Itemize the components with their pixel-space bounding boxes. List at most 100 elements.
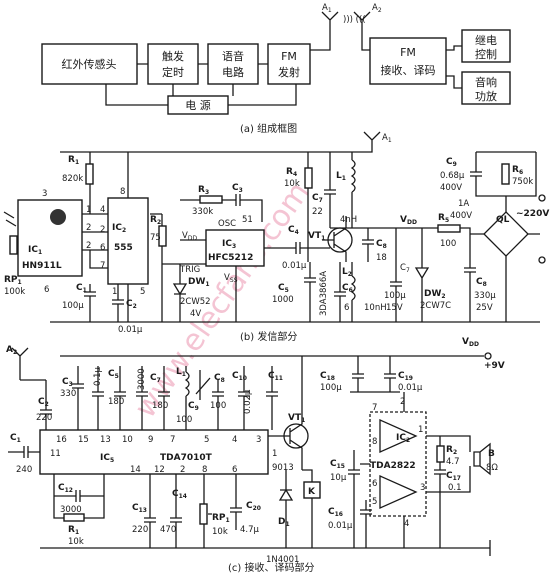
block-power-lines	[105, 84, 297, 106]
tx-ic1-pin: 3	[42, 189, 47, 199]
tx-ic2-pin8: 8	[120, 187, 125, 197]
tx-dw1-value: 2CW52	[180, 297, 211, 307]
block-fm-rx-label-1: FM	[400, 46, 416, 59]
rx-vdd-value: +9V	[484, 361, 505, 371]
rx-antenna-label: A2	[6, 345, 17, 356]
tx-ic1-label: IC1	[28, 245, 42, 256]
rx-vdd-label: VDD	[462, 337, 479, 348]
rx-speaker-label: B	[488, 449, 495, 459]
caption-c: (c) 接收、译码部分	[228, 561, 314, 574]
rx-ic5-pin6: 6	[232, 465, 237, 475]
tx-r6	[501, 163, 510, 185]
rx-vt1-part: 9013	[272, 463, 294, 473]
rx-c15-value: 10μ	[330, 473, 347, 483]
rx-ic5-pin2: 2	[180, 465, 185, 475]
rx-ic5-pin3: 3	[256, 435, 261, 445]
block-rx-arrows	[446, 45, 462, 89]
rx-relay-label: K	[308, 487, 316, 497]
rx-c17-label: C17	[446, 471, 461, 482]
tx-r1	[85, 163, 94, 185]
tx-ic2-pin2: 2	[100, 225, 105, 235]
tx-c5-value: 1000	[272, 295, 294, 305]
rx-ic5-pin16: 16	[56, 435, 67, 445]
rx-antenna-icon	[11, 347, 46, 381]
tx-ic2-pin5: 5	[140, 287, 145, 297]
rx-r2	[436, 445, 445, 463]
tx-c7b	[352, 227, 440, 322]
rx-c18-value: 100μ	[320, 383, 342, 393]
caption-b: (b) 发信部分	[240, 330, 297, 343]
tx-c9-label: C9	[446, 157, 457, 168]
rx-ic2-leads	[403, 392, 448, 548]
rx-c10-label: C10	[232, 371, 247, 382]
tx-c5-label: C5	[278, 283, 289, 294]
rx-c9-label: C9	[188, 401, 199, 412]
rx-c5-label: C5	[108, 369, 119, 380]
rx-r1-value: 10k	[68, 537, 84, 547]
rx-ic5-pin8: 8	[202, 465, 207, 475]
tx-vdd2-label: VDD	[400, 215, 417, 226]
block-ir-head-label: 红外传感头	[62, 58, 117, 71]
tx-c9-value: 0.68μ	[440, 171, 465, 181]
tx-r5	[437, 224, 461, 233]
tx-ic3-label: IC3	[222, 239, 236, 250]
rx-c20	[230, 474, 242, 530]
rx-ground-rail	[40, 540, 491, 556]
tx-fuse-current: 1A	[458, 199, 469, 209]
rx-speaker-icon	[440, 435, 491, 493]
tx-vss-label: VSS	[224, 273, 238, 284]
tx-dw1-voltage: 4V	[190, 309, 201, 319]
rx-ic5-pin13: 13	[100, 435, 111, 445]
tx-ic2-part: 555	[114, 243, 133, 253]
tx-ic2-pin1: 1	[112, 287, 117, 297]
rx-ic5-pin5: 5	[204, 435, 209, 445]
rx-c3-value: 330	[60, 389, 76, 399]
rx-rp1-leads	[203, 474, 212, 548]
rx-ic5-pin12: 12	[154, 465, 165, 475]
rx-ic5-pin9: 9	[148, 435, 153, 445]
tx-dw2-icon	[414, 228, 430, 322]
rx-c13-value: 220	[132, 525, 148, 535]
tx-c1-label: C1	[76, 283, 87, 294]
tx-c7b-label: C7	[400, 263, 410, 274]
rx-c1	[8, 446, 40, 458]
rx-c15	[348, 450, 370, 548]
tx-vt1-part: 3DA3866A	[319, 271, 329, 316]
tx-c3-label: C3	[232, 183, 243, 194]
block-voice-label-2: 电路	[222, 66, 244, 79]
rx-vt1-label: VT1	[288, 413, 305, 424]
rx-ic2-pin6: 6	[372, 479, 377, 489]
rx-ic2-amp-b	[379, 474, 418, 510]
rx-relay-leads	[302, 469, 313, 548]
tx-rp1	[9, 235, 18, 255]
tx-c7-value: 22	[312, 207, 323, 217]
rx-c18-c19	[350, 356, 400, 393]
rx-c2-label: C2	[38, 397, 49, 408]
tx-dw2-label: DW2	[424, 289, 446, 300]
tx-vt1-label: VT1	[308, 231, 325, 242]
tx-l1-label: L1	[336, 171, 346, 182]
rx-ic5-pin15: 15	[78, 435, 89, 445]
rx-d1-icon	[278, 470, 294, 548]
rx-c15-label: C15	[330, 459, 345, 470]
tx-c9	[470, 151, 537, 197]
antenna-a1-icon	[310, 11, 339, 51]
rx-c2	[40, 380, 52, 430]
rx-c2-value: 220	[36, 413, 52, 423]
rx-r1	[63, 513, 85, 522]
rx-c20-value: 4.7μ	[240, 525, 260, 535]
tx-r1-value: 820k	[62, 174, 83, 184]
tx-dw1-label: DW1	[188, 277, 210, 288]
tx-r1-label: R1	[68, 155, 79, 166]
rx-ic5-pin11: 11	[50, 449, 61, 459]
tx-l2-icon	[350, 262, 356, 322]
tx-c8	[362, 228, 374, 262]
rx-ic2-pin2: 2	[400, 397, 405, 407]
tx-ic1-pin6: 6	[44, 285, 49, 295]
caption-a: (a) 组成框图	[240, 122, 297, 135]
tx-ic1-pin2a: 2	[86, 223, 91, 233]
tx-rails	[50, 151, 540, 323]
rx-c11-label: C11	[268, 371, 283, 382]
tx-r3-label: R3	[198, 185, 209, 196]
tx-ic1-sensor-icon	[50, 209, 66, 225]
